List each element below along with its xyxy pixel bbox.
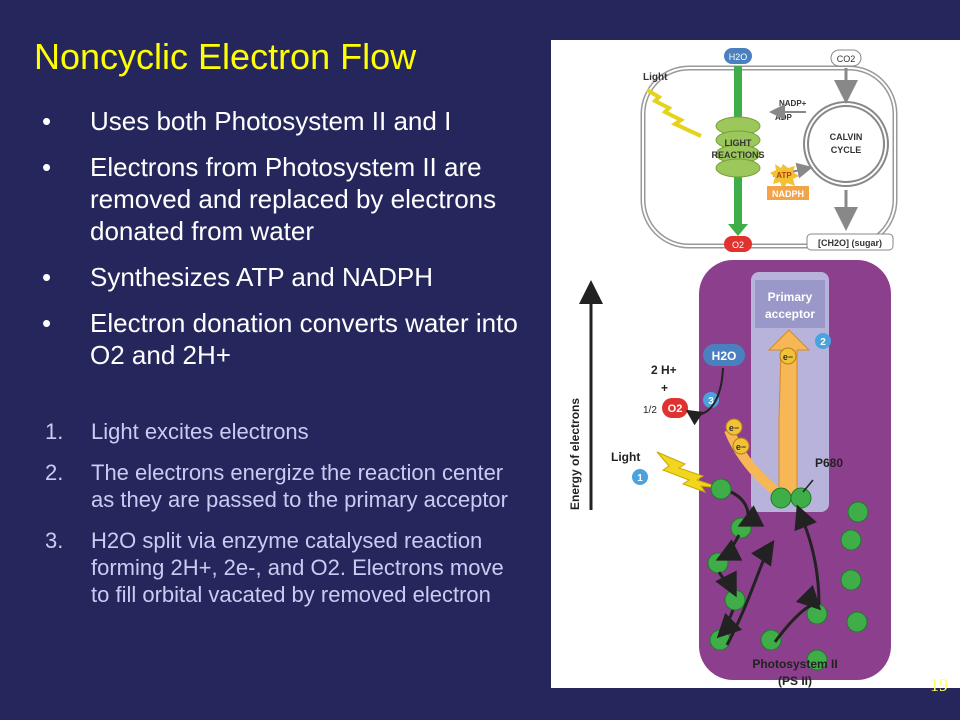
step-item: 2. The electrons energize the reaction ce… [45,459,525,513]
bullet-item: Uses both Photosystem II and I [40,105,540,137]
h2o-badge [724,48,752,64]
primary-acceptor-label: Primary [768,290,813,304]
electron-icon [732,437,750,455]
bullet-item: Electron donation converts water into O2… [40,307,540,371]
p680-label: P680 [815,456,843,470]
electron-icon [725,418,743,436]
step-badge-label: 3 [708,396,714,407]
chloroplast-overview: H2O CO2 Light NADP+ ADP LIGHT REACTIONS … [640,48,898,252]
photosystem-diagram: H2O CO2 Light NADP+ ADP LIGHT REACTIONS … [551,40,960,688]
page-number: 19 [930,675,948,695]
step-number: 2. [45,460,64,485]
step-number: 1. [45,419,64,444]
o2-label: O2 [668,403,683,415]
step-badge [815,333,831,349]
h2o-label: H2O [729,52,748,62]
nadph-label: NADPH [772,189,804,199]
ps2-footer-label: (PS II) [778,674,812,688]
electron-label: e− [736,442,746,452]
step-text: Light excites electrons [91,419,309,444]
electron-label: e− [729,423,739,433]
plus-label: + [661,381,668,395]
adp-label: ADP [775,113,793,122]
calvin-label: CALVIN [830,132,863,142]
calvin-label: CYCLE [831,145,862,155]
bullet-list: Uses both Photosystem II and I Electrons… [40,105,540,385]
step-item: 1. Light excites electrons [45,418,525,445]
step-text: H2O split via enzyme catalysed reaction … [91,528,504,607]
sugar-label: [CH2O] (sugar) [818,238,882,248]
numbered-step-list: 1. Light excites electrons 2. The electron… [45,418,525,622]
o2-label-top: O2 [732,240,744,250]
bullet-item: Synthesizes ATP and NADPH [40,261,540,293]
primary-acceptor-box [755,280,825,328]
step-badge-label: 1 [637,473,643,484]
step-text: The electrons energize the reaction cent… [91,460,508,512]
energy-transfer-arrows [715,490,822,646]
slide-title: Noncyclic Electron Flow [34,36,417,77]
o2-badge-top [724,236,752,252]
nadp-label: NADP+ [779,99,807,108]
step-badge [703,392,719,408]
h2o-label: H2O [712,349,737,363]
energy-axis-label: Energy of electrons [568,398,582,510]
electron-icon [779,347,797,365]
step-number: 3. [45,528,64,553]
step-item: 3. H2O split via enzyme catalysed reactio… [45,527,525,608]
half-label: 1/2 [643,405,657,416]
primary-acceptor-label: acceptor [765,307,815,321]
light-label-top: Light [643,72,668,83]
step-badge-label: 2 [820,337,826,348]
light-label: Light [611,450,640,464]
light-reactions-label: LIGHT [725,138,752,148]
light-reactions-label: REACTIONS [711,150,764,160]
co2-label: CO2 [837,54,856,64]
light-bolt-icon [645,88,702,138]
step-badge [632,469,648,485]
atp-label: ATP [776,171,792,180]
photosystem-ii-panel: Primary acceptor 2 3 1 H2O e− e− e− 2 H+… [568,260,891,688]
nadph-badge [767,186,809,200]
thylakoid-stack-icon [715,116,761,178]
light-bolt-icon [656,451,722,493]
two-h-label: 2 H+ [651,363,677,377]
bullet-item: Electrons from Photosystem II are remove… [40,151,540,247]
electron-transfer-arrow [767,329,811,501]
h2o-badge [703,344,745,366]
ps2-footer-label: Photosystem II [752,657,837,671]
electron-label: e− [783,352,793,362]
o2-badge [662,398,688,418]
atp-burst-icon [770,164,799,189]
